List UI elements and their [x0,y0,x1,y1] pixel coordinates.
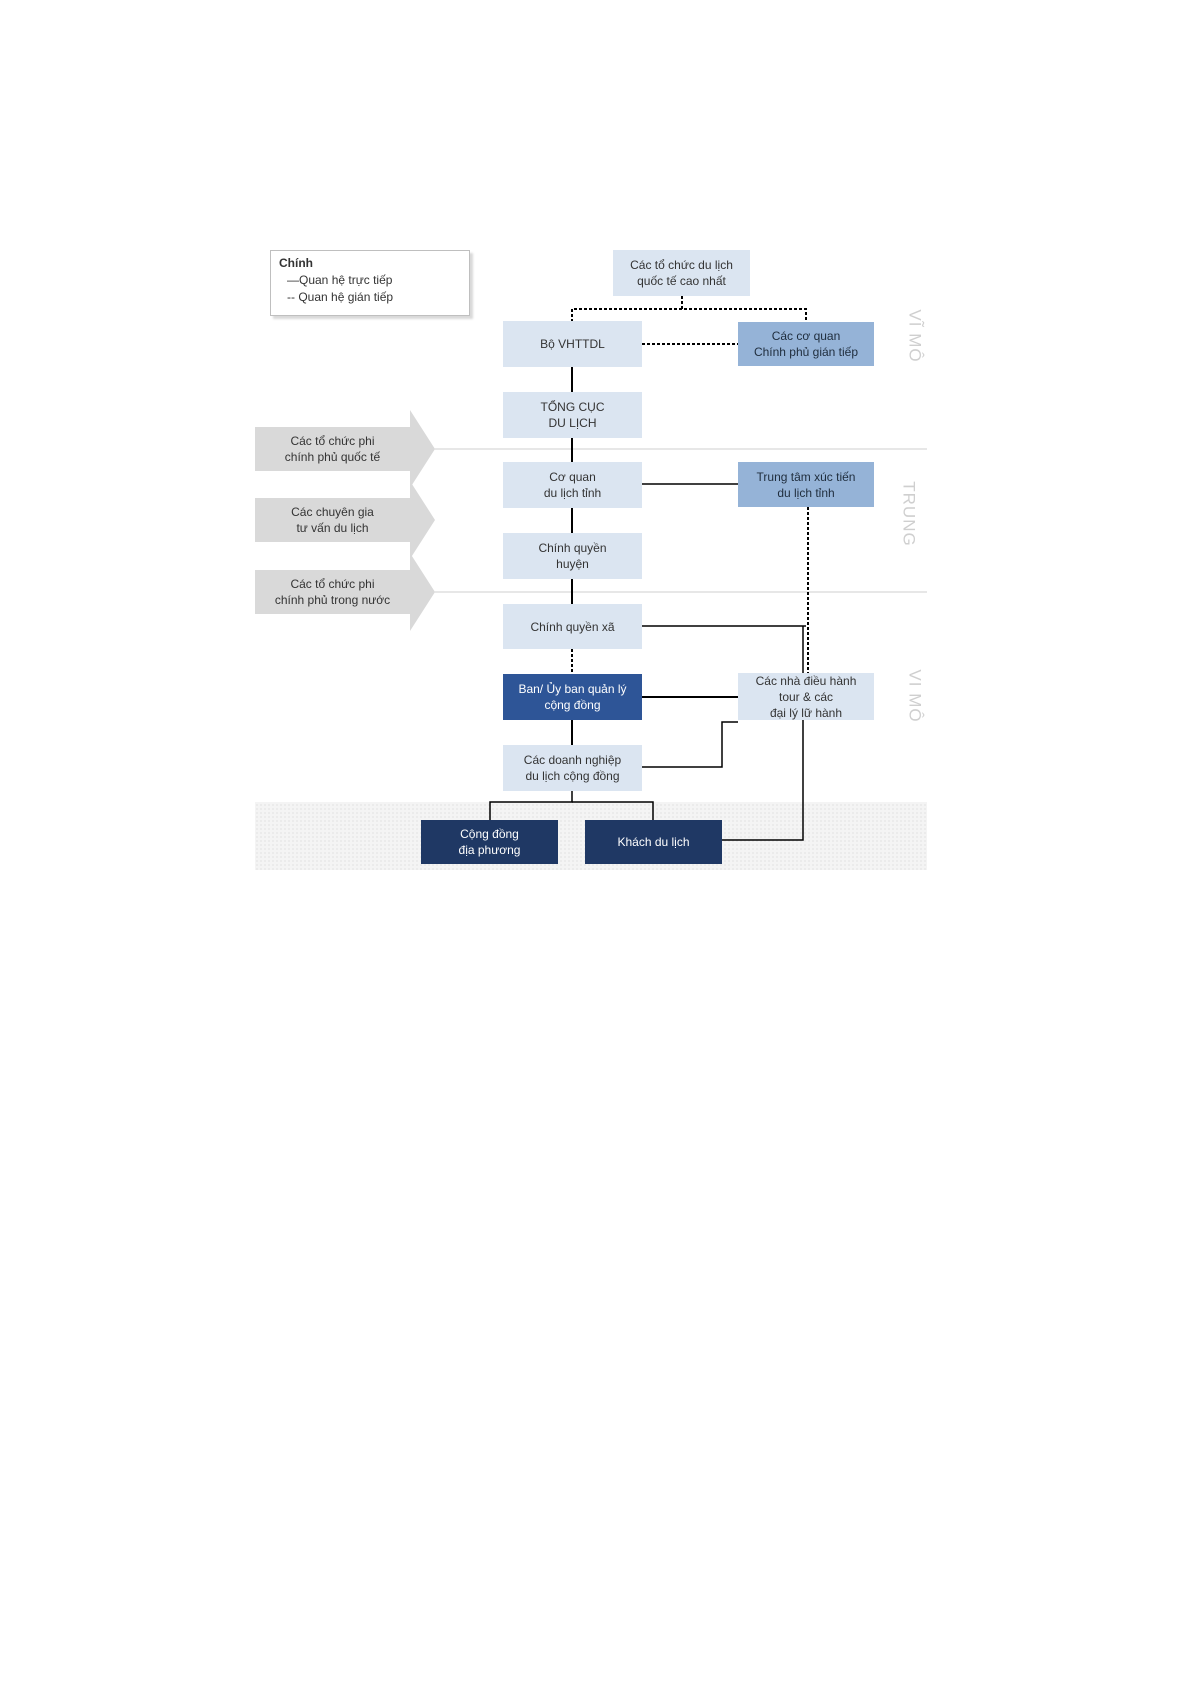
link-businesses-operators [642,721,738,768]
node-community-businesses: Các doanh nghiệp du lịch cộng đồng [503,745,642,791]
actor-consultants: Các chuyên gia tư vấn du lịch [291,505,374,535]
actor-domestic-ngo: Các tổ chức phi chính phủ trong nước [274,577,391,607]
node-promotion-center: Trung tâm xúc tiến du lịch tỉnh [738,462,874,507]
actor-intl-ngo: Các tổ chức phi chính phủ quốc tế [284,434,381,464]
node-community-board: Ban/ Ủy ban quản lý cộng đồng [503,674,642,720]
legend: Chính —Quan hệ trực tiếp -- Quan hệ gián… [270,250,470,316]
node-intl-tourism-orgs: Các tổ chức du lịch quốc tế cao nhất [613,250,750,296]
level-macro: VĨ MÔ [905,309,925,363]
arrow-consultants [255,481,435,559]
node-tour-operators: Các nhà điều hành tour & các đại lý lữ h… [738,673,874,720]
legend-indirect: -- Quan hệ gián tiếp [287,290,394,304]
node-provincial-agency: Cơ quan du lịch tỉnh [503,462,642,508]
node-local-community: Cộng đồng địa phương [421,820,558,864]
link-businesses-bottom [489,791,573,820]
legend-title: Chính [279,256,313,270]
arrow-intl-ngo [255,410,435,488]
node-general-dept: TỔNG CỤC DU LỊCH [503,392,642,438]
level-micro: VI MÔ [905,669,925,723]
link-operators-tourists [722,720,804,841]
arrow-domestic-ngo [255,553,435,631]
node-tourists: Khách du lịch [585,820,722,864]
node-district-gov: Chính quyền huyện [503,533,642,579]
node-ministry: Bộ VHTTDL [503,321,642,367]
legend-direct: —Quan hệ trực tiếp [287,273,393,287]
link-businesses-tourists [572,801,654,820]
level-middle: TRUNG [899,481,919,547]
node-commune-gov: Chính quyền xã [503,604,642,649]
node-gov-agencies: Các cơ quan Chính phủ gián tiếp [738,322,874,366]
